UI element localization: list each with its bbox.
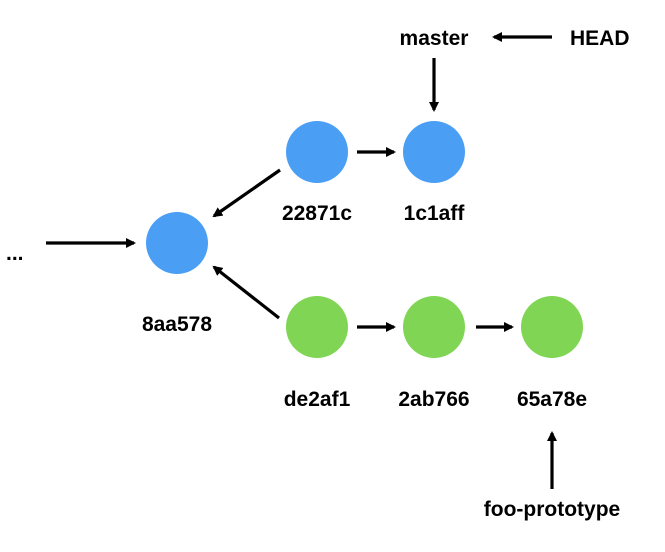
commit-hash-1c1aff: 1c1aff [404, 202, 466, 225]
commit-hash-2ab766: 2ab766 [398, 388, 469, 411]
commit-hash-de2af1: de2af1 [284, 388, 351, 411]
history-ellipsis: ... [6, 242, 24, 265]
ref-label-master: master [400, 27, 469, 50]
commit-node-1c1aff [403, 121, 465, 183]
commit-node-2ab766 [403, 296, 465, 358]
commit-node-8aa578 [146, 212, 208, 274]
commit-node-de2af1 [286, 296, 348, 358]
ref-label-head: HEAD [570, 27, 630, 50]
commit-node-22871c [286, 121, 348, 183]
ref-label-foo-prototype: foo-prototype [484, 498, 620, 521]
commit-hash-65a78e: 65a78e [517, 388, 587, 411]
commit-hash-22871c: 22871c [282, 202, 352, 225]
arrow-de2af1-to-8aa578 [212, 265, 280, 320]
arrow-22871c-to-8aa578 [212, 168, 281, 218]
commit-node-65a78e [521, 296, 583, 358]
commit-hash-8aa578: 8aa578 [142, 313, 212, 336]
